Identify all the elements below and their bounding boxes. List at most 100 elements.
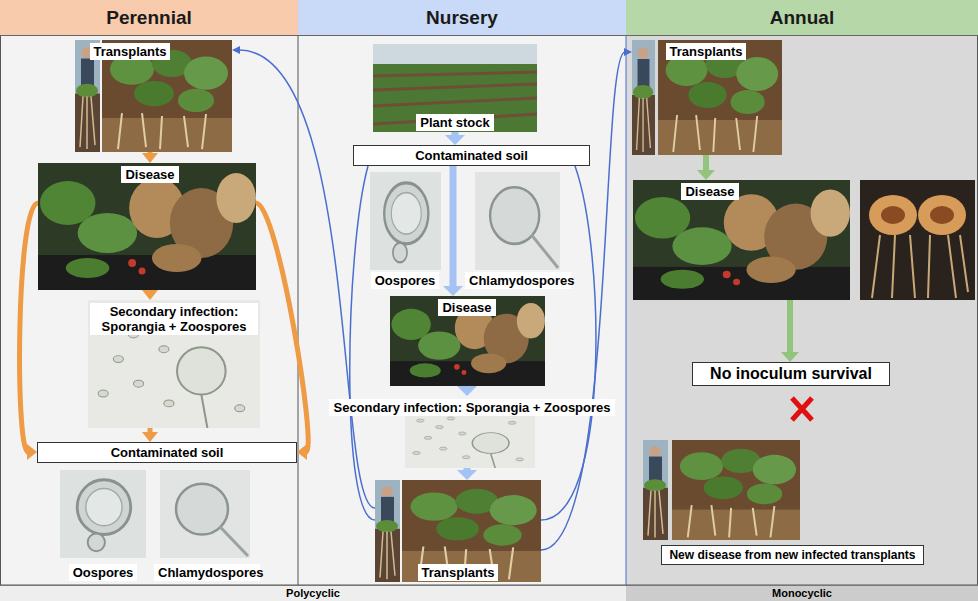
photo-panel: Transplants [75, 40, 232, 152]
photo-label: Transplants [666, 43, 747, 60]
cross-mark [792, 398, 812, 420]
cycle-band: Polycyclic [0, 585, 626, 601]
arrow-head [781, 352, 799, 362]
connector-line [703, 155, 709, 171]
arrow-head [457, 386, 477, 396]
panel-ground [298, 36, 626, 585]
arrow-head [297, 444, 307, 460]
arrow-head [443, 286, 463, 296]
photo-panel: Secondary infection: Sporangia + Zoospor… [320, 396, 624, 468]
panel-ground [626, 36, 978, 585]
connector [142, 290, 158, 300]
connector [541, 48, 632, 550]
photo [643, 440, 668, 540]
arrow-head [142, 153, 158, 163]
photo-panel: Disease [633, 180, 975, 300]
column-divider [626, 0, 627, 601]
arrow-head [142, 432, 158, 442]
column-header: Annual [626, 0, 978, 36]
photo-panel: Disease [390, 296, 545, 386]
photo [860, 180, 975, 300]
box-text: Contaminated soil [111, 445, 224, 460]
column-panel: AnnualTransplantsDisease No inoculum surv… [626, 0, 978, 585]
box-text: New disease from new infected transplant… [669, 548, 915, 562]
photo-label: Disease [121, 166, 178, 183]
photo-label: Oospores [371, 272, 440, 289]
arrow-head [457, 470, 477, 480]
photo-label: Secondary infection: Sporangia + Zoospor… [90, 303, 258, 335]
connector [445, 132, 465, 145]
photo-label: Transplants [90, 43, 171, 60]
connector-line [541, 166, 596, 520]
column-panel: NurseryPlant stockContaminated soilOospo… [298, 0, 626, 585]
connector-line [450, 166, 457, 287]
connector-line [20, 203, 38, 452]
photo-label: Chlamydospores [154, 564, 260, 581]
photo-panel: Oospores [52, 470, 148, 582]
photo-panel: Chlamydospores [463, 172, 573, 290]
connector-line [239, 50, 375, 508]
photo [38, 163, 256, 290]
connector [781, 300, 799, 362]
photo [658, 40, 782, 155]
connector [697, 155, 715, 180]
text-box: Contaminated soil [353, 145, 590, 166]
connector [541, 166, 596, 520]
photo-panel: Transplants [632, 40, 782, 155]
connector [457, 468, 477, 480]
connector [20, 203, 38, 460]
photo [88, 300, 260, 428]
photo [672, 440, 800, 540]
cycle-band: Monocyclic [626, 585, 978, 601]
photo-label: Transplants [418, 564, 499, 581]
photo-label: Disease [681, 183, 738, 200]
photo [632, 40, 655, 155]
photo [60, 470, 146, 558]
band-text: Polycyclic [286, 587, 340, 600]
box-text: No inoculum survival [710, 365, 872, 383]
connector [443, 166, 463, 296]
column-header: Perennial [0, 0, 298, 36]
photo [375, 480, 400, 582]
photo [390, 296, 545, 386]
connector [350, 166, 375, 520]
panel-ground [0, 36, 298, 585]
connector [457, 386, 477, 396]
arrow-head [27, 444, 37, 460]
photo-label: Chlamydospores [465, 272, 571, 289]
band-text: Monocyclic [772, 587, 832, 600]
arrow-head [142, 290, 158, 300]
text-box: New disease from new infected transplant… [661, 545, 924, 565]
photo-label: Disease [438, 299, 495, 316]
text-box: No inoculum survival [692, 362, 890, 386]
arrow-head [232, 46, 240, 54]
photo-panel: Secondary infection: Sporangia + Zoospor… [88, 300, 260, 428]
box-text: Contaminated soil [415, 148, 528, 163]
connector-line [541, 52, 625, 550]
photo-panel: Transplants [375, 480, 541, 582]
photo [475, 172, 560, 270]
arrow-head [445, 135, 465, 145]
arrow-head [624, 48, 632, 56]
connector-line [787, 300, 793, 353]
photo-panel: Oospores [368, 172, 443, 290]
photo-panel: Disease [38, 163, 256, 290]
photo-label: Oospores [69, 564, 138, 581]
photo-label: Secondary infection: Sporangia + Zoospor… [329, 399, 614, 416]
photo [370, 172, 441, 270]
column-divider [298, 0, 299, 585]
photo [405, 412, 535, 468]
photo-panel: Chlamydospores [152, 470, 262, 582]
connector-line [350, 166, 375, 520]
photo [633, 180, 850, 300]
column-panel: PerennialTransplantsDiseaseSecondary inf… [0, 0, 298, 585]
photo [373, 44, 537, 132]
connector [142, 152, 158, 163]
photo [160, 470, 250, 558]
connector-line [256, 203, 308, 452]
column-header: Nursery [298, 0, 626, 36]
connector [256, 203, 308, 460]
photo [402, 480, 541, 582]
